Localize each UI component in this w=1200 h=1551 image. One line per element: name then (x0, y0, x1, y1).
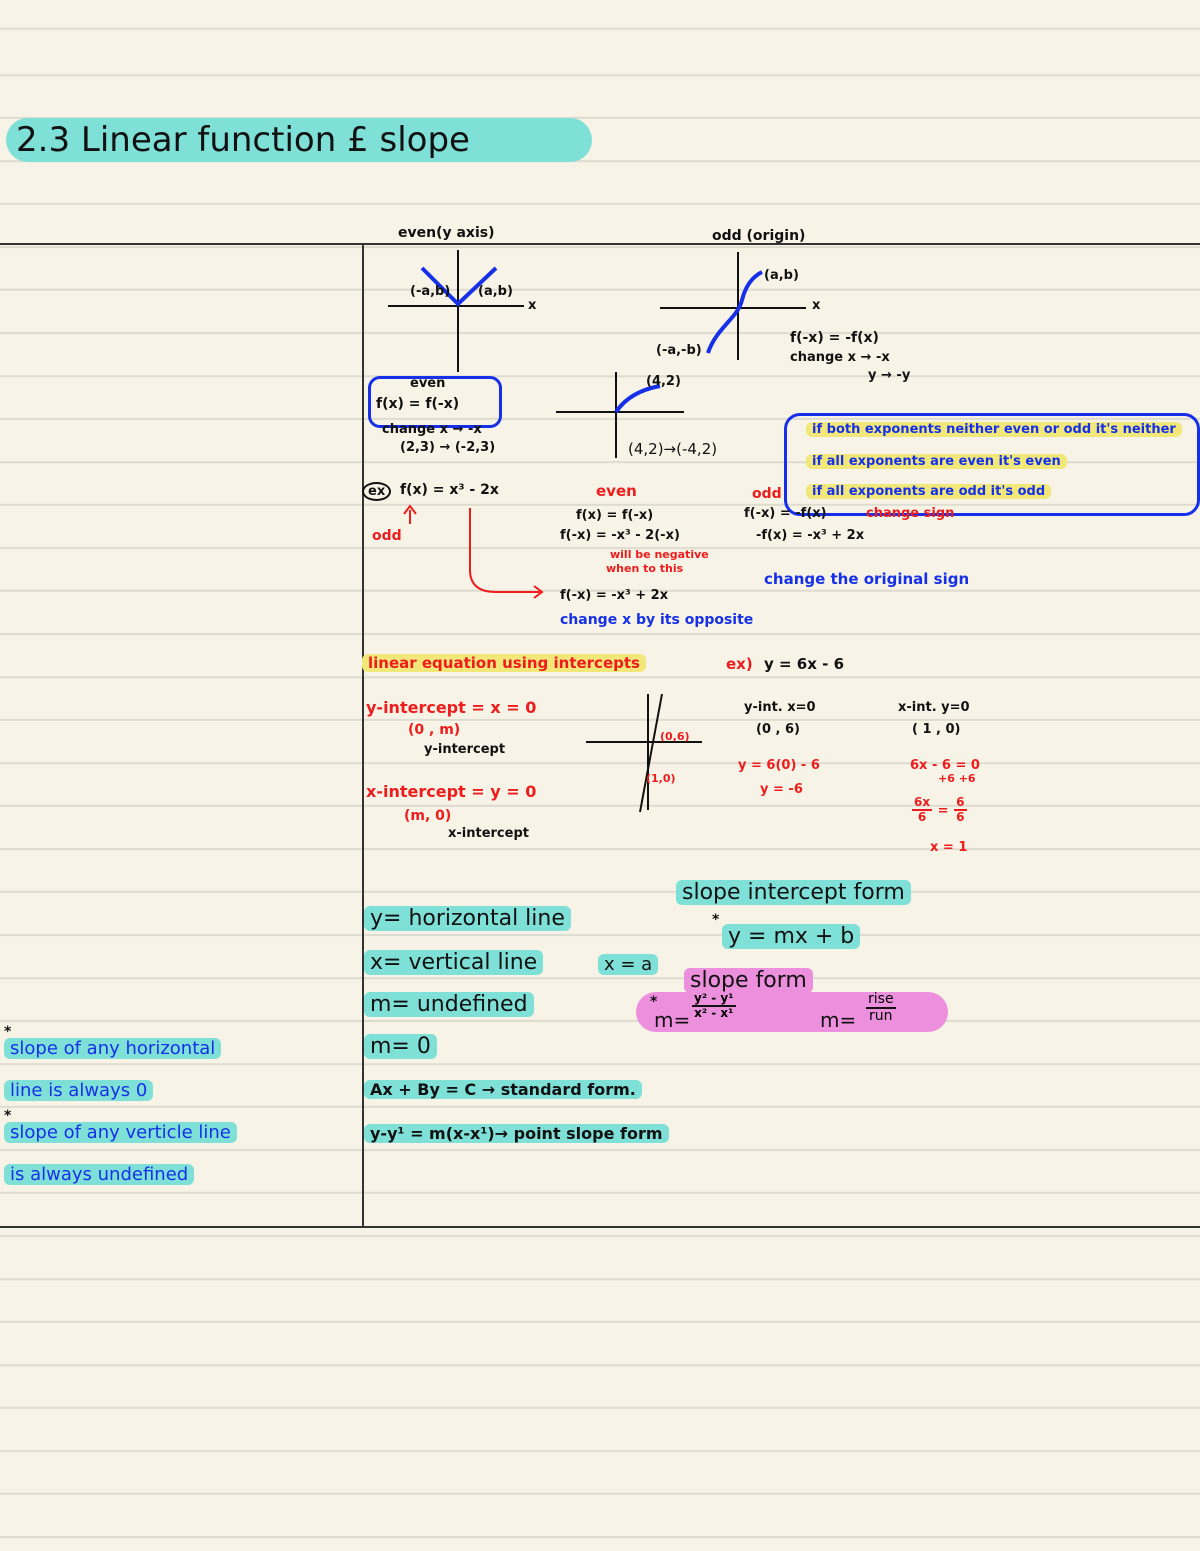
example-label: ex (362, 482, 392, 501)
vertical-line-note: x= vertical line (364, 950, 544, 975)
side-note-line-3: slope of any verticle line (4, 1122, 237, 1143)
frac-num-1: 6x (912, 795, 933, 811)
rise-label: rise (866, 991, 896, 1009)
slope-form-heading: slope form (684, 968, 813, 993)
x-int-coordinate: ( 1 , 0) (912, 722, 961, 737)
top-rule (0, 243, 1200, 245)
even-heading: even (596, 482, 637, 500)
example-function: f(x) = x³ - 2x (400, 482, 499, 498)
frac-den-2: 6 (956, 810, 965, 824)
slope-form-star: * (650, 994, 658, 1010)
y-int-work-2: y = -6 (760, 782, 803, 797)
bottom-rule (0, 1226, 1200, 1228)
even-graph (388, 250, 524, 372)
slope-form-highlight (636, 992, 948, 1032)
odd-change-sign: change sign (866, 506, 955, 521)
reflection-graph (556, 372, 684, 458)
red-note-1: will be negative (610, 548, 709, 561)
intercepts-ex-equation: y = 6x - 6 (764, 655, 845, 673)
y-intercept-definition: y-intercept = x = 0 (366, 698, 537, 717)
vertical-line-equation: x = a (598, 954, 659, 975)
graph-point-b: (1,0) (646, 772, 676, 785)
odd-heading: odd (752, 486, 782, 502)
example-odd-note: odd (372, 528, 402, 544)
y-int-coordinate: (0 , 6) (756, 722, 800, 737)
point-slope-form: y-y¹ = m(x-x¹)→ point slope form (364, 1124, 669, 1143)
change-original-sign: change the original sign (764, 570, 970, 588)
y-intercept-point: (0 , m) (408, 722, 461, 738)
y-int-work-1: y = 6(0) - 6 (738, 758, 820, 773)
intercepts-ex-label: ex) (726, 655, 753, 673)
blue-opposite-note: change x by its opposite (560, 612, 754, 628)
even-change-line1: change x → -x (382, 422, 482, 437)
even-change-line2: (2,3) → (-2,3) (400, 440, 496, 455)
slope-form-m-prefix: m= (654, 1008, 691, 1032)
even-point-left: (-a,b) (410, 284, 451, 299)
page-title: 2.3 Linear function £ slope (6, 118, 592, 162)
even-graph-label: even(y axis) (398, 225, 495, 241)
even-definition-box (368, 376, 502, 428)
odd-graph (660, 252, 806, 360)
graph-point-a: (0,6) (660, 730, 690, 743)
even-step2: f(-x) = -x³ - 2(-x) (560, 528, 680, 543)
m-zero-note: m= 0 (364, 1034, 437, 1059)
x-intercept-sub: x-intercept (448, 826, 529, 841)
odd-step1: f(-x) = -f(x) (744, 506, 827, 521)
side-note-line-1: slope of any horizontal (4, 1038, 222, 1059)
margin-rule (362, 243, 364, 1228)
x-int-work-1b: +6 +6 (938, 772, 976, 785)
even-box-title: even (410, 376, 446, 391)
standard-form: Ax + By = C → standard form. (364, 1080, 642, 1099)
rule-odd: if all exponents are odd it's odd (806, 484, 1052, 499)
odd-x-axis-label: x (812, 298, 821, 313)
odd-rule: f(-x) = -f(x) (790, 330, 879, 346)
y-int-heading: y-int. x=0 (744, 700, 816, 715)
odd-change-line2: y → -y (868, 368, 911, 383)
x-int-heading: x-int. y=0 (898, 700, 970, 715)
odd-point-top: (a,b) (764, 268, 799, 283)
slope-intercept-heading: slope intercept form (676, 880, 911, 905)
side-note-star-1: * (4, 1024, 12, 1040)
rule-neither: if both exponents neither even or odd it… (806, 422, 1182, 437)
side-note-line-4: is always undefined (4, 1164, 195, 1185)
odd-step2: -f(x) = -x³ + 2x (756, 528, 865, 543)
example-arrows (403, 504, 544, 599)
red-note-2: when to this (606, 562, 684, 575)
y-intercept-sub: y-intercept (424, 742, 506, 757)
x-intercept-point: (m, 0) (404, 808, 452, 824)
x-intercept-definition: x-intercept = y = 0 (366, 782, 537, 801)
intercept-graph (586, 693, 702, 813)
odd-graph-label: odd (origin) (712, 228, 806, 244)
rule-even: if all exponents are even it's even (806, 454, 1067, 469)
run-label: run (869, 1008, 893, 1024)
frac-num-2: 6 (954, 795, 967, 811)
odd-change-line1: change x → -x (790, 350, 890, 365)
odd-point-bottom: (-a,-b) (656, 343, 702, 358)
intercepts-heading: linear equation using intercepts (362, 654, 646, 672)
exponent-rules-box (784, 413, 1200, 516)
slope-numerator: y² - y¹ (692, 991, 736, 1007)
x-int-result: x = 1 (930, 840, 968, 855)
m-undefined-note: m= undefined (364, 992, 534, 1017)
even-point-right: (a,b) (478, 284, 513, 299)
even-box-rule: f(x) = f(-x) (376, 396, 460, 412)
slope-denominator: x² - x¹ (694, 1006, 734, 1020)
even-step3: f(-x) = -x³ + 2x (560, 588, 669, 603)
frac-den-1: 6 (917, 810, 927, 824)
even-x-axis-label: x (528, 298, 537, 313)
reflection-point: (4,2) (646, 374, 681, 389)
x-int-work-1: 6x - 6 = 0 (910, 758, 980, 773)
slope-intercept-star: * (712, 912, 720, 928)
rise-run-m-prefix: m= (820, 1008, 857, 1032)
reflection-mapping: (4,2)→(-4,2) (628, 440, 718, 458)
side-note-star-2: * (4, 1108, 12, 1124)
even-step1: f(x) = f(-x) (576, 508, 654, 523)
slope-intercept-equation: y = mx + b (722, 924, 861, 949)
side-note-line-2: line is always 0 (4, 1080, 154, 1101)
horizontal-line-note: y= horizontal line (364, 906, 571, 931)
